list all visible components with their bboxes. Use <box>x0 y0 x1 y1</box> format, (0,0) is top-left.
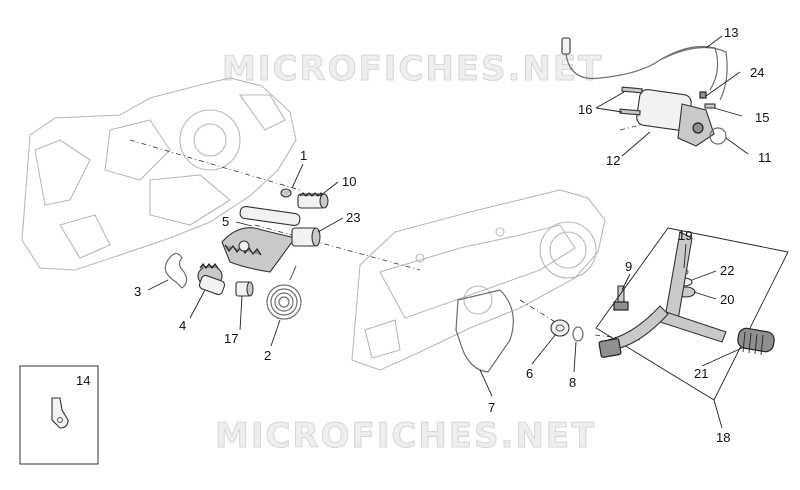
callout-2: 2 <box>264 348 271 363</box>
left-crankcase-half <box>21 77 297 271</box>
part-12-starter-motor <box>636 89 715 147</box>
callout-5: 5 <box>222 214 229 229</box>
part-24-terminal <box>699 91 707 99</box>
callout-9: 9 <box>625 259 632 274</box>
watermark-top: MICROFICHES.NET <box>222 49 603 89</box>
part-4-driven-gear <box>197 263 226 296</box>
callout-3: 3 <box>134 284 141 299</box>
part-2-spring <box>266 265 302 320</box>
callout-6: 6 <box>526 366 533 381</box>
callout-20: 20 <box>720 292 734 307</box>
callout-13: 13 <box>724 25 738 40</box>
leader-lines <box>147 35 749 429</box>
watermark-bottom: MICROFICHES.NET <box>215 416 596 456</box>
part-9-bolt <box>613 285 629 311</box>
callout-10: 10 <box>342 174 356 189</box>
callout-19: 19 <box>678 228 692 243</box>
callout-23: 23 <box>346 210 360 225</box>
part-6-washer <box>550 319 570 337</box>
part-17-bushing <box>235 281 254 297</box>
callout-12: 12 <box>606 153 620 168</box>
callout-24: 24 <box>750 65 764 80</box>
part-5-sector-gear <box>221 205 301 273</box>
callout-22: 22 <box>720 263 734 278</box>
callout-11: 11 <box>758 150 772 165</box>
part-14-inset-box <box>19 365 99 465</box>
part-8-oring <box>572 326 584 342</box>
callout-8: 8 <box>569 375 576 390</box>
part-16-screws <box>619 86 643 116</box>
part-21-rubber-grip <box>737 327 775 356</box>
callout-1: 1 <box>300 148 307 163</box>
part-10-pinion <box>297 192 329 209</box>
callout-14: 14 <box>76 373 90 388</box>
part-18-kickstart-lever-group <box>595 227 789 401</box>
part-23-bushing <box>291 227 321 247</box>
part-15-screw <box>704 103 716 109</box>
part-11-oring <box>709 127 727 145</box>
part-13-starter-cable <box>561 37 728 101</box>
part-3-clip <box>164 252 188 289</box>
callout-15: 15 <box>755 110 769 125</box>
callout-18: 18 <box>716 430 730 445</box>
callout-16: 16 <box>578 102 592 117</box>
transmission-cover <box>351 189 606 371</box>
part-1-bushing <box>280 188 292 198</box>
callout-4: 4 <box>179 318 186 333</box>
part-7-gasket <box>455 289 514 373</box>
callout-7: 7 <box>488 400 495 415</box>
callout-17: 17 <box>224 331 238 346</box>
callout-21: 21 <box>694 366 708 381</box>
